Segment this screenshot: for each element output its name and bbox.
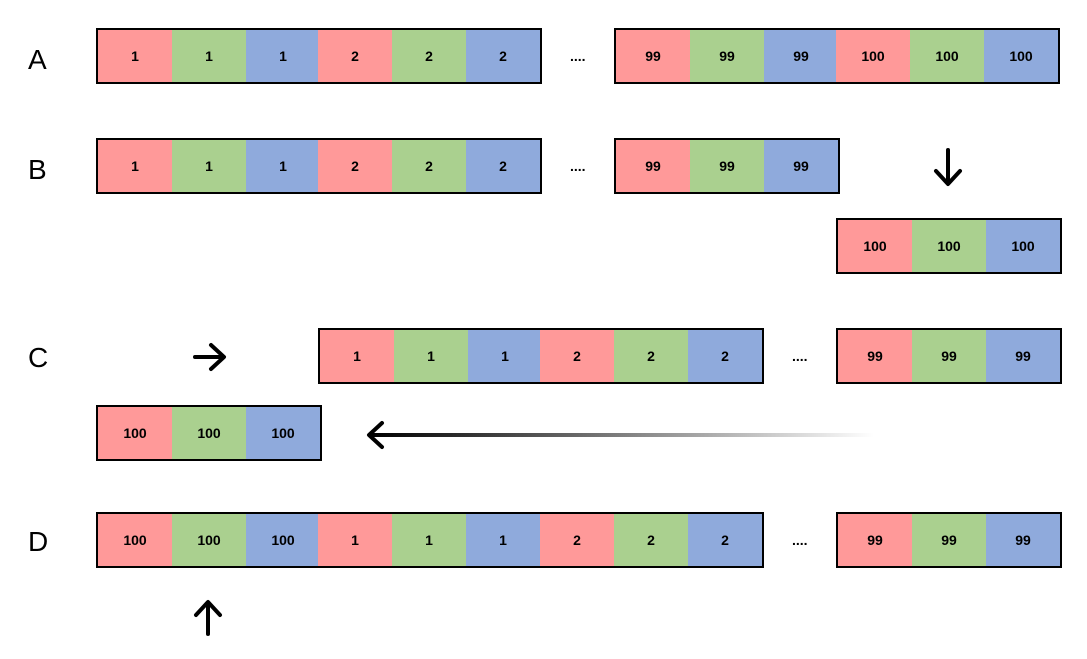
row-b-group-2: 2 2 2 bbox=[318, 138, 542, 194]
cell: 99 bbox=[764, 140, 838, 192]
ellipsis: .... bbox=[570, 48, 586, 64]
cell: 99 bbox=[912, 514, 986, 566]
row-a-group-1: 1 1 1 bbox=[96, 28, 322, 84]
cell: 1 bbox=[172, 140, 246, 192]
cell: 100 bbox=[246, 407, 320, 459]
ellipsis: .... bbox=[792, 348, 808, 364]
cell: 1 bbox=[246, 140, 320, 192]
cell: 1 bbox=[318, 514, 392, 566]
cell: 1 bbox=[320, 330, 394, 382]
cell: 99 bbox=[986, 330, 1060, 382]
cell: 1 bbox=[172, 30, 246, 82]
cell: 100 bbox=[246, 514, 320, 566]
row-a-group-99: 99 99 99 bbox=[614, 28, 840, 84]
cell: 1 bbox=[246, 30, 320, 82]
row-b-group-1: 1 1 1 bbox=[96, 138, 322, 194]
cell: 100 bbox=[98, 514, 172, 566]
ellipsis: .... bbox=[792, 532, 808, 548]
arrow-down-icon bbox=[934, 148, 962, 186]
cell: 1 bbox=[98, 30, 172, 82]
cell: 99 bbox=[912, 330, 986, 382]
cell: 100 bbox=[912, 220, 986, 272]
cell: 99 bbox=[838, 330, 912, 382]
cell: 99 bbox=[690, 140, 764, 192]
cell: 2 bbox=[318, 30, 392, 82]
cell: 99 bbox=[986, 514, 1060, 566]
row-d-group-1: 1 1 1 bbox=[318, 512, 542, 568]
cell: 100 bbox=[98, 407, 172, 459]
cell: 2 bbox=[540, 514, 614, 566]
arrow-left-gradient-icon bbox=[367, 421, 874, 449]
cell: 99 bbox=[838, 514, 912, 566]
cell: 99 bbox=[764, 30, 838, 82]
cell: 2 bbox=[392, 140, 466, 192]
cell: 2 bbox=[466, 140, 540, 192]
cell: 99 bbox=[616, 140, 690, 192]
cell: 100 bbox=[172, 514, 246, 566]
cell: 99 bbox=[616, 30, 690, 82]
row-label-a: A bbox=[28, 44, 47, 75]
row-a-group-2: 2 2 2 bbox=[318, 28, 542, 84]
cell: 2 bbox=[688, 514, 762, 566]
cell: 100 bbox=[986, 220, 1060, 272]
row-c-group-100-moving: 100 100 100 bbox=[96, 405, 322, 461]
cell: 1 bbox=[98, 140, 172, 192]
cell: 2 bbox=[688, 330, 762, 382]
cell: 99 bbox=[690, 30, 764, 82]
cell: 2 bbox=[614, 330, 688, 382]
row-a-group-100: 100 100 100 bbox=[836, 28, 1060, 84]
row-label-d: D bbox=[28, 526, 49, 557]
cell: 1 bbox=[392, 514, 466, 566]
cell: 1 bbox=[468, 330, 542, 382]
cell: 100 bbox=[910, 30, 984, 82]
cell: 1 bbox=[394, 330, 468, 382]
row-c-group-1: 1 1 1 bbox=[318, 328, 544, 384]
row-d-group-2: 2 2 2 bbox=[540, 512, 764, 568]
cell: 100 bbox=[984, 30, 1058, 82]
arrow-right-icon bbox=[193, 343, 226, 371]
cell: 100 bbox=[838, 220, 912, 272]
row-c-group-2: 2 2 2 bbox=[540, 328, 764, 384]
row-label-b: B bbox=[28, 154, 47, 185]
cell: 1 bbox=[466, 514, 540, 566]
row-b-group-100-detached: 100 100 100 bbox=[836, 218, 1062, 274]
cell: 2 bbox=[318, 140, 392, 192]
row-d-group-99: 99 99 99 bbox=[836, 512, 1062, 568]
cell: 2 bbox=[392, 30, 466, 82]
cell: 100 bbox=[836, 30, 910, 82]
ellipsis: .... bbox=[570, 158, 586, 174]
cell: 2 bbox=[614, 514, 688, 566]
cell: 2 bbox=[466, 30, 540, 82]
row-b-group-99: 99 99 99 bbox=[614, 138, 840, 194]
cell: 2 bbox=[540, 330, 614, 382]
row-c-group-99: 99 99 99 bbox=[836, 328, 1062, 384]
row-label-c: C bbox=[28, 342, 49, 373]
cell: 100 bbox=[172, 407, 246, 459]
arrow-up-icon bbox=[194, 600, 222, 636]
